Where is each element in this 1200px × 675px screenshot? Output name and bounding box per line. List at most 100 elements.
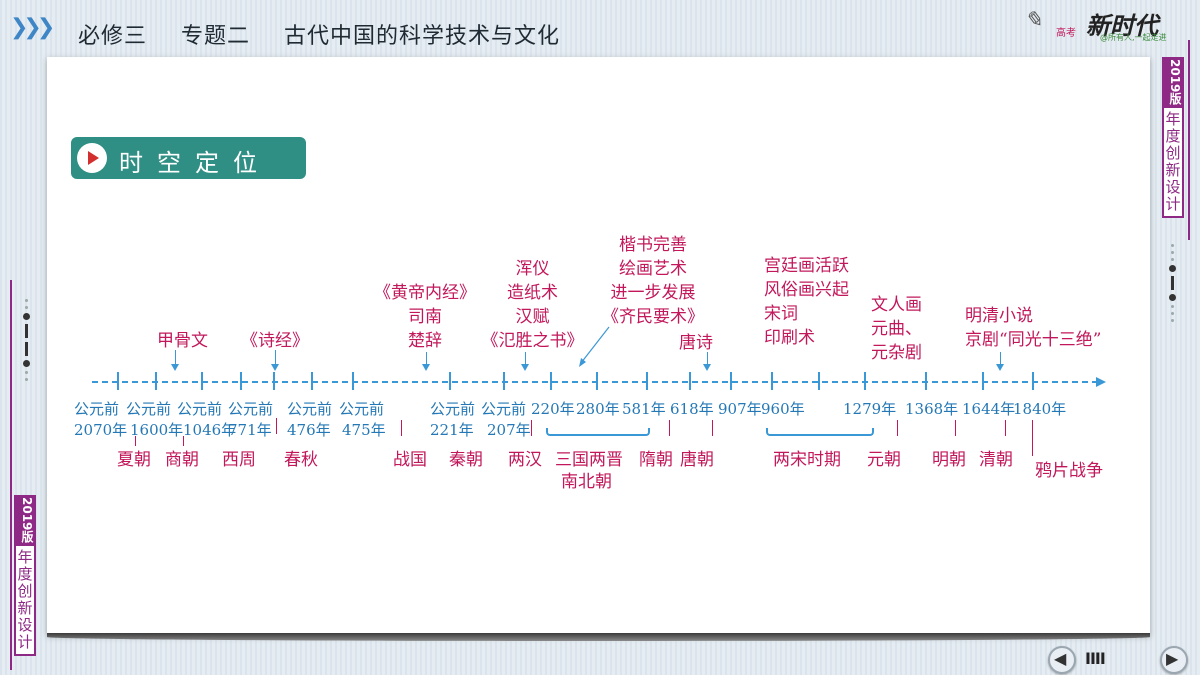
date-label: 1644年 (962, 400, 1016, 418)
date-label: 1368年 (905, 400, 959, 418)
marker (712, 420, 713, 436)
timeline-tick (352, 372, 354, 390)
date-label: 960年 (761, 400, 805, 418)
edition-label-right: 2019版 年度创新设计 (1162, 57, 1184, 227)
date-label: 618年 (670, 400, 714, 418)
arrow-line (525, 352, 526, 366)
timeline-tick (864, 372, 866, 390)
marker (955, 420, 956, 436)
marker (669, 420, 670, 436)
logo-mark: ✎ (1024, 8, 1043, 33)
arrow-line (175, 350, 176, 367)
timeline-tick (449, 372, 451, 390)
marker (401, 420, 402, 436)
arrow-down-icon (521, 364, 529, 371)
timeline-tick (117, 372, 119, 390)
achievement-group: 浑仪 造纸术 汉赋 《氾胜之书》 (481, 259, 584, 351)
timeline-tick (689, 372, 691, 390)
achievement-group: 宫廷画活跃 风俗画兴起 宋词 印刷术 (764, 256, 849, 348)
title-text: 古代中国的科学技术与文化 (284, 24, 561, 49)
marker (531, 420, 532, 436)
arrow-line (426, 352, 427, 366)
dynasty-label: 商朝 (165, 450, 199, 470)
timeline-tick (503, 372, 505, 390)
logo-slogan: @所有人,一起走进 (1100, 33, 1167, 42)
play-icon (77, 143, 107, 173)
date-label: 1279年 (843, 400, 897, 418)
divider (10, 280, 12, 670)
timeline-tick (273, 372, 275, 390)
dynasty-label: 春秋 (284, 450, 318, 470)
section-tab: 时空定位 (71, 137, 306, 179)
timeline-tick (240, 372, 242, 390)
dynasty-label: 两汉 (508, 450, 542, 470)
timeline-tick (155, 372, 157, 390)
marker (897, 420, 898, 436)
date-label: 220年 (531, 400, 575, 418)
timeline-tick (1032, 372, 1034, 390)
dynasty-label: 元朝 (867, 450, 901, 470)
timeline-tick (311, 372, 313, 390)
arrow-down-icon (703, 364, 711, 371)
marker (1032, 420, 1033, 456)
dynasty-label: 夏朝 (117, 450, 151, 470)
timeline-tick (925, 372, 927, 390)
achievement-label: 《诗经》 (241, 331, 309, 351)
achievement-group: 楷书完善 绘画艺术 进一步发展 《齐民要术》 (602, 235, 704, 327)
prev-page-button[interactable]: ◀ (1048, 646, 1076, 674)
arrow-down-icon (422, 364, 430, 371)
course-name: 必修三 (78, 24, 148, 49)
decor-dots (1167, 240, 1177, 326)
timeline-axis (92, 381, 1098, 383)
marker (135, 436, 136, 446)
marker (183, 436, 184, 446)
date-label: 581年 (622, 400, 666, 418)
marker (1005, 420, 1006, 436)
date-label: 1840年 (1013, 400, 1067, 418)
logo-text1: 高考 (1056, 28, 1076, 39)
logo-text2: 新时代 (1086, 11, 1158, 40)
arrow-down-icon (996, 364, 1004, 371)
year-edition: 2019版 (1162, 57, 1184, 107)
timeline-tick (550, 372, 552, 390)
arrow-line (707, 352, 708, 366)
dynasty-label: 南北朝 (561, 472, 612, 492)
dynasty-label: 秦朝 (449, 450, 483, 470)
dynasty-label: 战国 (393, 450, 427, 470)
divider (1188, 40, 1190, 240)
arrow-right-icon (1096, 377, 1106, 387)
next-page-button[interactable]: ▶ (1160, 646, 1188, 674)
timeline-tick (730, 372, 732, 390)
period-brace (546, 428, 650, 436)
arrow-down-icon (271, 364, 279, 371)
dynasty-label: 两宋时期 (773, 450, 841, 470)
dynasty-label: 明朝 (932, 450, 966, 470)
timeline-tick (201, 372, 203, 390)
timeline-tick (771, 372, 773, 390)
marker (276, 418, 277, 434)
achievement-label: 唐诗 (679, 333, 713, 353)
timeline-tick (646, 372, 648, 390)
dynasty-label: 唐朝 (680, 450, 714, 470)
dynasty-label: 西周 (222, 450, 256, 470)
timeline-tick (982, 372, 984, 390)
timeline-tick (596, 372, 598, 390)
subtitle: 年度创新设计 (14, 544, 36, 657)
topic-name: 专题二 (181, 24, 251, 49)
arrow-diagonal-icon (579, 326, 610, 367)
arrow-line (1000, 352, 1001, 366)
arrow-down-icon (171, 364, 179, 371)
menu-button[interactable]: IIII (1085, 649, 1106, 668)
achievement-group: 《黄帝内经》 司南 楚辞 (374, 283, 476, 351)
subtitle: 年度创新设计 (1162, 106, 1184, 219)
date-label: 280年 (576, 400, 620, 418)
card-shadow-bar (47, 633, 1150, 641)
dynasty-label: 隋朝 (639, 450, 673, 470)
dynasty-label: 鸦片战争 (1035, 461, 1103, 481)
period-brace (766, 428, 874, 436)
